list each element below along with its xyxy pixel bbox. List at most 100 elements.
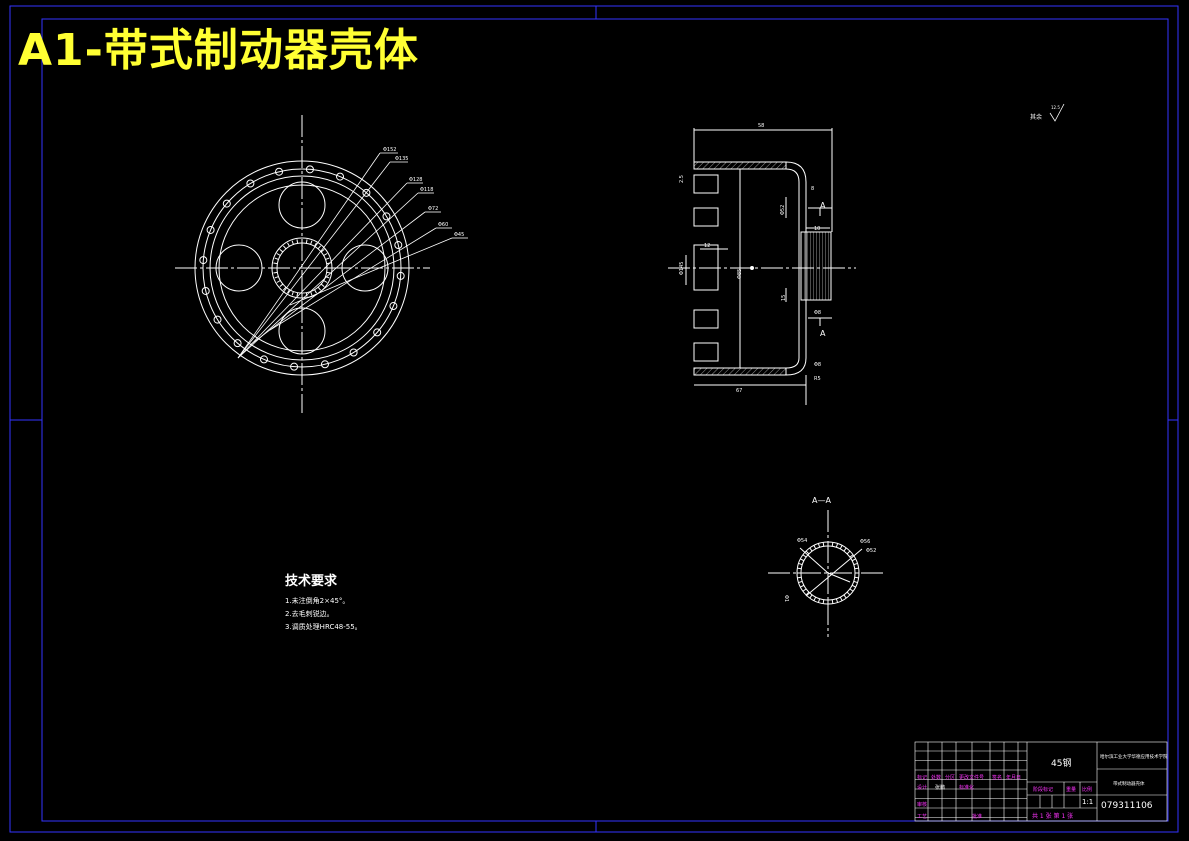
spline-tooth [314,289,317,294]
section-tooth [851,584,856,588]
section-tooth [831,542,834,547]
section-tooth [839,596,843,601]
dim-aa-d1: Φ1 [783,595,789,602]
roughness-note: 其余 [1030,113,1042,121]
inner-spline-teeth [273,239,331,297]
spline-tooth [323,280,328,283]
sheet-frame [9,5,1179,833]
tb-part-name: 带式制动器壳体 [1113,780,1145,787]
dim-67: 67 [736,388,742,394]
dim-10: 10 [814,226,820,232]
tech-requirements: 技术要求 1.未注倒角2×45°。 2.去毛刺锐边。 3.调质处理HRC48-5… [285,570,362,634]
side-view: 58 2.5 8 Φ52 10 12 Φ85 Φ145 15 Φ8 Φ8 67 … [668,123,856,405]
section-tooth [846,591,851,596]
tb-date: 年月日 [1006,774,1021,781]
dim-d52: Φ52 [780,205,786,215]
section-tooth [849,554,854,558]
spline-tooth [317,286,322,291]
spline-tooth [317,245,322,250]
spline-tooth [276,253,281,256]
outer-notch [373,328,382,337]
dim-58: 58 [758,123,764,129]
tb-process: 工艺 [917,814,927,820]
section-tooth [809,547,813,552]
section-tooth [800,584,805,588]
spline-tooth [287,289,290,294]
spline-tooth [320,283,325,288]
section-teeth [797,542,859,604]
dim-12: 12 [704,243,710,249]
outer-notch [305,165,314,174]
tb-mark: 标记 [917,774,927,781]
section-tooth [798,562,803,566]
spline-tooth [279,283,284,288]
section-tooth [853,562,858,566]
outer-notch [382,212,391,221]
spline-tooth [291,240,294,245]
section-tooth [843,547,847,552]
spline-tooth [320,248,325,253]
tb-review: 审核 [917,801,927,808]
section-tooth [813,545,817,550]
tb-approve: 批准 [972,813,982,820]
tb-material: 45钢 [1051,757,1071,769]
dim-d8-b: Φ8 [814,362,821,368]
outer-notch [394,241,403,250]
dim-8: 8 [811,186,814,192]
spline-tooth [291,291,294,296]
outer-notch [213,315,222,324]
section-tooth [817,543,821,548]
outer-notch [259,355,268,364]
front-view: Φ152 Φ135 Φ128 Φ118 Φ72 Φ60 Φ45 [175,115,468,413]
roughness-value: 12.5 [1051,105,1060,110]
dim-d152: Φ152 [383,147,396,153]
tb-design: 设计 [917,784,927,791]
outer-notch [233,339,242,348]
dim-d85: Φ85 [737,269,743,279]
section-tooth [809,594,813,599]
section-tooth [839,545,843,550]
tb-weight: 重量 [1066,786,1076,793]
spline-tooth [314,242,317,247]
section-mark-bottom: A [820,329,826,338]
outer-notch [201,286,210,295]
spline-tooth [296,292,299,297]
roughness-symbol: 其余 12.5 [1030,103,1065,122]
section-mark-top: A [820,201,826,210]
dim-r5: R5 [814,376,821,382]
outer-notch [336,172,345,181]
section-tooth [835,543,839,548]
spline-tooth [282,245,287,250]
tb-designer: 张鹏 [935,784,945,791]
spline-tooth [296,239,299,244]
dim-d135: Φ135 [395,156,408,162]
dim-d60: Φ60 [438,222,448,228]
spline-tooth [276,280,281,283]
tech-item-2: 2.去毛刺锐边。 [285,610,334,618]
spline-tooth [310,240,313,245]
section-tooth [831,599,834,604]
spline-tooth [282,286,287,291]
dim-aa-d52: Φ52 [866,548,876,554]
spline-tooth [273,262,278,265]
section-tooth [797,576,802,579]
outer-notch [320,360,329,369]
tb-zone: 分区 [945,774,955,781]
section-tooth [851,558,856,562]
dim-2-5: 2.5 [679,175,685,183]
tech-item-3: 3.调质处理HRC48-55。 [285,623,362,631]
tb-change-doc: 更改文件号 [959,774,984,781]
dim-d118: Φ118 [420,187,433,193]
section-tooth [846,550,851,555]
dim-d8-a: Φ8 [814,310,821,316]
tb-school: 哈尔滨工业大学华德应用技术学院 [1100,753,1168,760]
outer-notch [362,188,371,197]
tb-count: 处数 [931,774,941,781]
spline-tooth [323,253,328,256]
section-tooth [800,558,805,562]
spline-tooth [326,271,331,274]
outer-notch [199,256,208,265]
section-label: A—A [812,496,831,505]
outer-notch [396,271,405,280]
